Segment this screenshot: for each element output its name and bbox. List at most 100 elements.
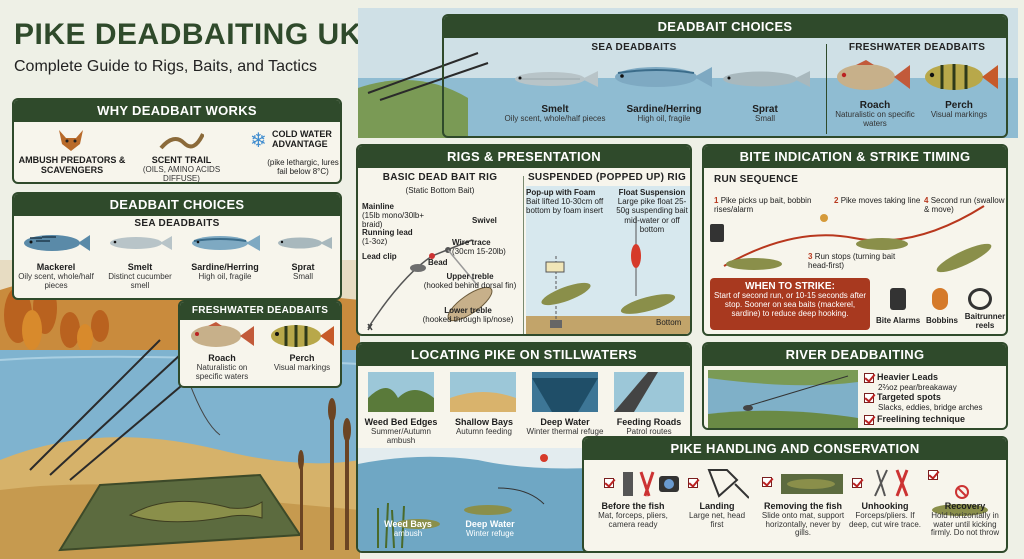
why-heading: WHY DEADBAIT WORKS (14, 100, 340, 122)
locating-icons (368, 372, 684, 412)
rig-lower-treble-label: Lower treble(hooked through lip/nose) (422, 306, 514, 325)
smelt-fish-icon (110, 236, 172, 250)
suspended-rig-title: SUSPENDED (POPPED UP) RIG (527, 172, 687, 183)
recovery-icon (928, 466, 1006, 518)
rig-lead-label: Running lead(1-3oz) (362, 228, 413, 247)
choices-left-sea-heading: SEA DEADBAITS (134, 218, 220, 229)
rig-upper-treble-label: Upper treble(hooked behind dorsal fin) (423, 272, 517, 291)
run-step-2: 2 Pike moves taking line (834, 196, 921, 205)
top-roach-fish-icon (837, 60, 910, 90)
choices-left-heading: DEADBAIT CHOICES (14, 194, 340, 216)
run-step-4: 4 Second run (swallow & move) (924, 196, 1005, 215)
basic-rig-title: BASIC DEAD BAIT RIG (382, 172, 498, 183)
choices-top-divider (826, 44, 827, 134)
fox-icon (56, 128, 86, 152)
handling-panel: PIKE HANDLING AND CONSERVATION Before th… (582, 436, 1008, 553)
rig-wire-label: Wire trace(30cm 15-20lb) (452, 238, 506, 257)
fresh-left-heading: FRESHWATER DEADBAITS (180, 302, 340, 320)
sprat-fish-icon (278, 237, 332, 249)
snowflake-icon: ❄ (250, 130, 267, 152)
why-item-ambush: AMBUSH PREDATORS & SCAVENGERS (18, 155, 126, 175)
top-perch-fish-icon (925, 64, 998, 90)
bottom-label: Bottom (656, 318, 682, 327)
page-subtitle: Complete Guide to Rigs, Baits, and Tacti… (14, 58, 317, 75)
scent-trail-icon (159, 128, 205, 152)
gear-baitrunner: Baitrunner reels (964, 312, 1006, 331)
page-title: PIKE DEADBAITING UK: (14, 18, 373, 51)
run-sequence-title: RUN SEQUENCE (714, 174, 799, 185)
rig-mainline-label: Mainline(15lb mono/30lb+ braid) (362, 202, 425, 230)
river-item-freelining: Freelining technique (864, 414, 1006, 425)
gear-bobbins: Bobbins (926, 316, 958, 325)
handling-tools-icon (604, 468, 681, 498)
choices-top-fresh-heading: FRESHWATER DEADBAITS (848, 42, 986, 53)
gear-bite-alarms: Bite Alarms (876, 316, 921, 325)
suspended-rig-diagram (526, 186, 690, 334)
forceps-icon (852, 466, 913, 500)
run-step-3: 3 Run stops (turning bait head-first) (808, 252, 896, 271)
basic-rig-sub: (Static Bottom Bait) (405, 186, 475, 195)
roach-fish-icon (191, 322, 254, 347)
basic-rig-diagram (367, 239, 493, 331)
rigs-panel: RIGS & PRESENTATION BASIC DEAD BAIT RIG … (356, 144, 692, 336)
rig-clip-label: Lead clip (362, 252, 397, 261)
why-item-cold-sub: (pike lethargic, lures fail below 8°C) (267, 158, 339, 177)
perch-fish-icon (271, 325, 334, 347)
handling-heading: PIKE HANDLING AND CONSERVATION (584, 438, 1006, 460)
landing-net-icon (688, 466, 751, 500)
rigs-heading: RIGS & PRESENTATION (358, 146, 690, 168)
choices-top-heading: DEADBAIT CHOICES (444, 16, 1006, 38)
top-sardine-fish-icon (615, 67, 712, 87)
bite-alarm-icon (890, 288, 906, 310)
why-deadbait-panel: WHY DEADBAIT WORKS AMBUSH PREDATORS & SC… (12, 98, 342, 184)
locating-heading: LOCATING PIKE ON STILLWATERS (358, 344, 690, 366)
reel-icon (968, 288, 992, 310)
bite-heading: BITE INDICATION & STRIKE TIMING (704, 146, 1006, 168)
river-illustration (708, 370, 858, 428)
rigs-divider (523, 176, 524, 334)
why-item-cold: COLD WATER ADVANTAGE (272, 129, 332, 149)
rig-swivel-label: Swivel (472, 216, 497, 225)
when-to-strike-box: WHEN TO STRIKE: Start of second run, or … (710, 278, 870, 330)
bite-panel: BITE INDICATION & STRIKE TIMING RUN SEQU… (702, 144, 1008, 336)
locating-panel: LOCATING PIKE ON STILLWATERS Weed Bed Ed… (356, 342, 692, 553)
rig-bead-label: Bead (428, 258, 448, 267)
strike-title: WHEN TO STRIKE: (745, 281, 835, 292)
sardine-fish-icon (192, 235, 260, 251)
run-step-1: 1 Pike picks up bait, bobbin rises/alarm (714, 196, 812, 215)
top-smelt-fish-icon (515, 71, 598, 87)
river-heading: RIVER DEADBAITING (704, 344, 1006, 366)
mackerel-fish-icon (24, 235, 90, 251)
run-sequence-diagram (710, 205, 992, 273)
top-sprat-fish-icon (723, 71, 810, 87)
choices-top-sea-heading: SEA DEADBAITS (591, 42, 677, 53)
deadbait-choices-top-panel: DEADBAIT CHOICES SEA DEADBAITS FRESHWATE… (442, 14, 1008, 138)
